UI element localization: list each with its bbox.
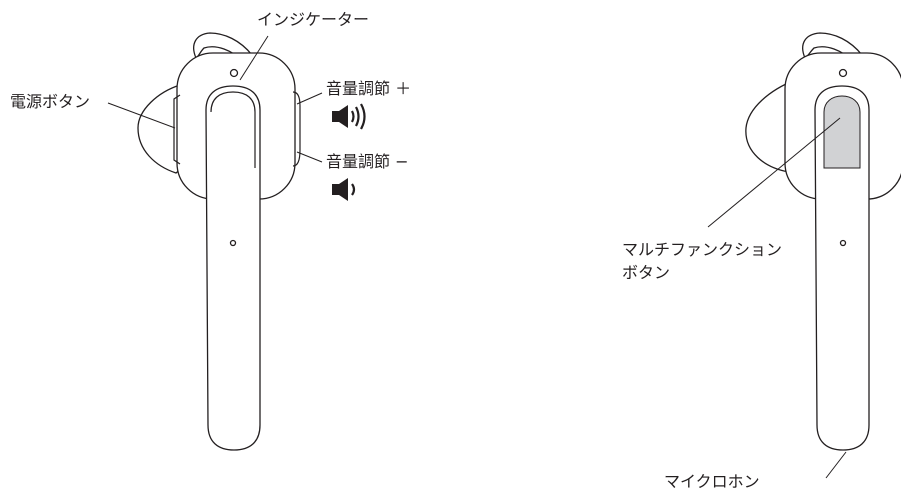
multifunction-label-line1: マルチファンクション xyxy=(622,240,783,259)
speaker-high-icon xyxy=(332,103,366,130)
ear-bud-front xyxy=(745,79,796,173)
volume-down-label: 音量調節 − xyxy=(326,152,409,171)
headset-side-view xyxy=(137,32,301,451)
speaker-low-icon xyxy=(332,178,356,201)
indicator-led xyxy=(229,68,239,78)
boom-dot-front xyxy=(839,239,847,247)
boom-inner xyxy=(210,91,256,168)
power-button-label: 電源ボタン xyxy=(10,92,91,111)
volume-rocker xyxy=(292,91,301,167)
microphone-label: マイクロホン xyxy=(664,472,760,491)
ear-bud xyxy=(137,84,183,174)
boom-dot xyxy=(229,239,237,247)
power-button-edge xyxy=(173,94,181,165)
boom xyxy=(205,85,261,451)
multifunction-button xyxy=(823,95,861,169)
volume-up-label: 音量調節 ＋ xyxy=(326,79,412,98)
leader-lines xyxy=(107,35,847,479)
indicator-label: インジケーター xyxy=(257,10,370,29)
headset-front-view xyxy=(745,32,901,451)
boom-front xyxy=(814,85,870,451)
multifunction-label-line2: ボタン xyxy=(622,263,671,282)
indicator-led-front xyxy=(838,68,848,78)
